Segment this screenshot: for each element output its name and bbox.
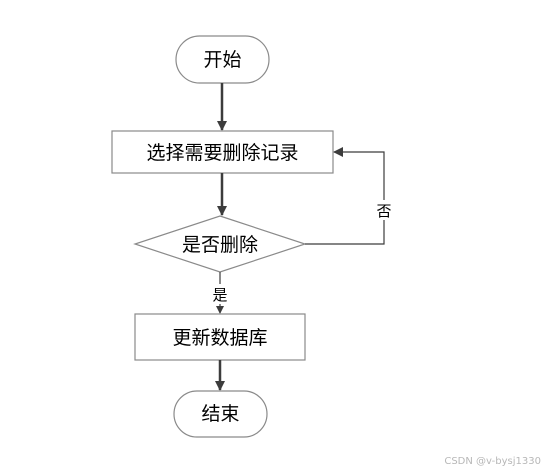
- update-database-node: 更新数据库: [134, 313, 306, 361]
- start-node: 开始: [175, 35, 270, 84]
- select-record-label: 选择需要删除记录: [146, 142, 298, 164]
- start-label: 开始: [203, 49, 241, 71]
- decision-node: 是否删除: [133, 215, 307, 273]
- end-node: 结束: [173, 390, 268, 438]
- select-record-node: 选择需要删除记录: [111, 130, 334, 174]
- update-database-label: 更新数据库: [172, 327, 267, 349]
- yes-label: 是: [212, 286, 227, 304]
- end-label: 结束: [201, 403, 239, 425]
- no-label: 否: [376, 202, 391, 220]
- arrow-no-loop: [305, 147, 385, 245]
- decision-label: 是否删除: [182, 234, 258, 256]
- watermark-text: CSDN @v-bysj1330: [444, 456, 541, 467]
